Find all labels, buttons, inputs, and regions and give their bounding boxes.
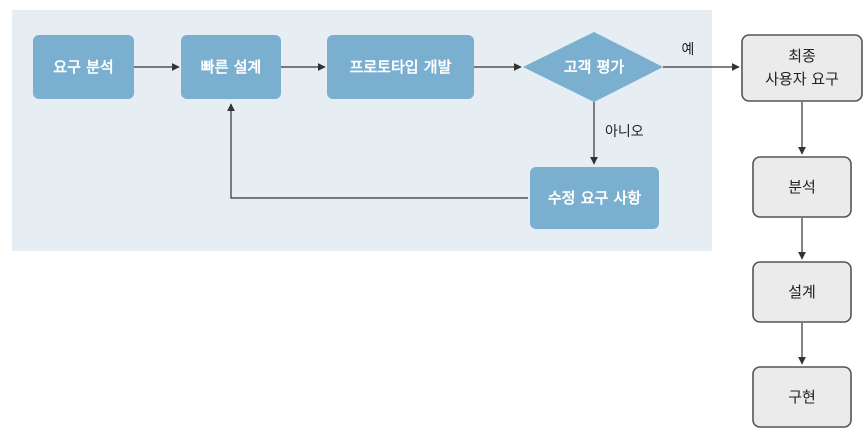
- final-analysis-label: 분석: [788, 178, 816, 196]
- revision-requirements-node: 수정 요구 사항: [530, 167, 659, 229]
- quick-design-label: 빠른 설계: [201, 58, 261, 76]
- no-label: 아니오: [605, 124, 644, 140]
- prototype-development-node: 프로토타입 개발: [327, 35, 474, 99]
- prototype-development-label: 프로토타입 개발: [350, 58, 452, 76]
- final-implementation-node: 구현: [752, 366, 852, 428]
- customer-evaluation-decision: 고객 평가: [523, 32, 663, 102]
- requirements-analysis-node: 요구 분석: [33, 35, 134, 99]
- final-implementation-label: 구현: [788, 388, 816, 406]
- quick-design-node: 빠른 설계: [181, 35, 281, 99]
- final-user-requirements-node: 최종 사용자 요구: [741, 34, 863, 102]
- final-analysis-node: 분석: [752, 156, 852, 218]
- final-requirements-line1: 최종: [788, 47, 816, 65]
- customer-evaluation-label: 고객 평가: [564, 58, 625, 76]
- revision-requirements-label: 수정 요구 사항: [548, 189, 641, 207]
- final-design-node: 설계: [752, 261, 852, 323]
- requirements-analysis-label: 요구 분석: [53, 58, 113, 76]
- arrow-revision-back-to-design: [227, 103, 528, 199]
- final-design-label: 설계: [788, 283, 816, 301]
- final-requirements-line2: 사용자 요구: [765, 70, 839, 88]
- yes-label: 예: [682, 42, 695, 58]
